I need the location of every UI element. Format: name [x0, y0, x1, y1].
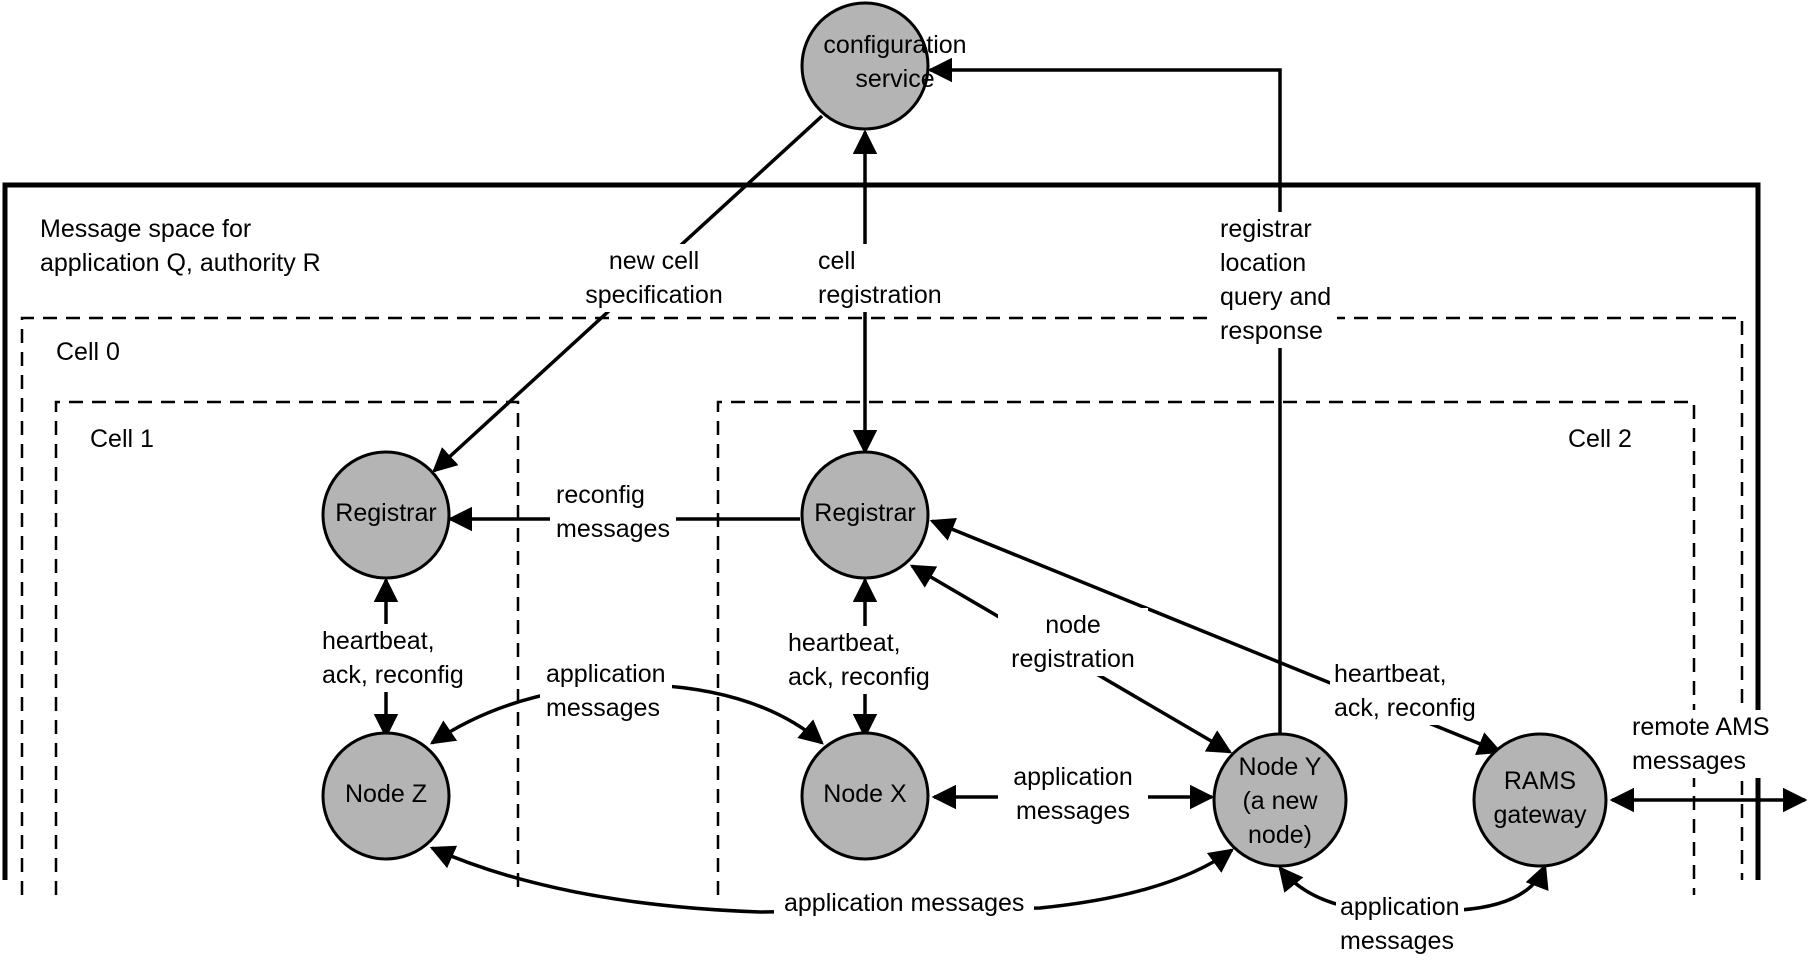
node-x-node — [800, 731, 930, 861]
cell-registration-label: cell registration — [812, 244, 948, 312]
cell-1-boundary — [54, 400, 520, 895]
message-space-boundary — [2, 182, 1761, 880]
edge-registrar-location — [927, 57, 1282, 736]
node-x-label: Node X — [823, 780, 907, 808]
ram-gateway-node — [1472, 732, 1608, 868]
node-z-node — [321, 731, 451, 861]
cell-1-label: Cell 1 — [90, 425, 154, 453]
heartbeat-cell2-label: heartbeat, ack, reconfig — [784, 626, 934, 694]
app-msgs-xy-label: application messages — [998, 760, 1148, 828]
message-space-label: Message space for application Q, authori… — [40, 215, 321, 277]
heartbeat-cell1-label: heartbeat, ack, reconfig — [318, 624, 468, 692]
remote-ams-label: remote AMS messages — [1628, 710, 1774, 778]
app-msgs-upper-label: application messages — [540, 657, 672, 725]
node-y-label: Node Y (a new node) — [1238, 753, 1322, 849]
app-msgs-ram-label: application messages — [1336, 890, 1464, 958]
node-y-node — [1212, 732, 1348, 868]
new-cell-spec-label: new cell specification — [574, 244, 734, 312]
registrar-cell2-node — [800, 450, 930, 580]
config-service-label: configuration service — [823, 31, 967, 93]
cell-0-label: Cell 0 — [56, 338, 120, 366]
cell-0-boundary — [20, 316, 1744, 895]
reconfig-messages-label: reconfig messages — [550, 478, 676, 546]
registrar-cell1-label: Registrar — [335, 499, 437, 527]
edge-app-msgs-bottom — [429, 845, 1234, 914]
node-z-label: Node Z — [345, 780, 427, 808]
node-registration-label: node registration — [998, 608, 1148, 676]
registrar-cell1-node — [321, 450, 451, 580]
app-msgs-bottom-label: application messages — [774, 886, 1035, 920]
config-service-node — [800, 1, 930, 131]
ram-gateway-label: RAMS gateway — [1493, 767, 1587, 829]
registrar-location-label: registrar location query and response — [1214, 212, 1338, 348]
cell-2-boundary — [716, 400, 1696, 895]
registrar-cell2-label: Registrar — [814, 499, 916, 527]
heartbeat-ram-label: heartbeat, ack, reconfig — [1330, 657, 1480, 725]
cell-2-label: Cell 2 — [1568, 425, 1632, 453]
